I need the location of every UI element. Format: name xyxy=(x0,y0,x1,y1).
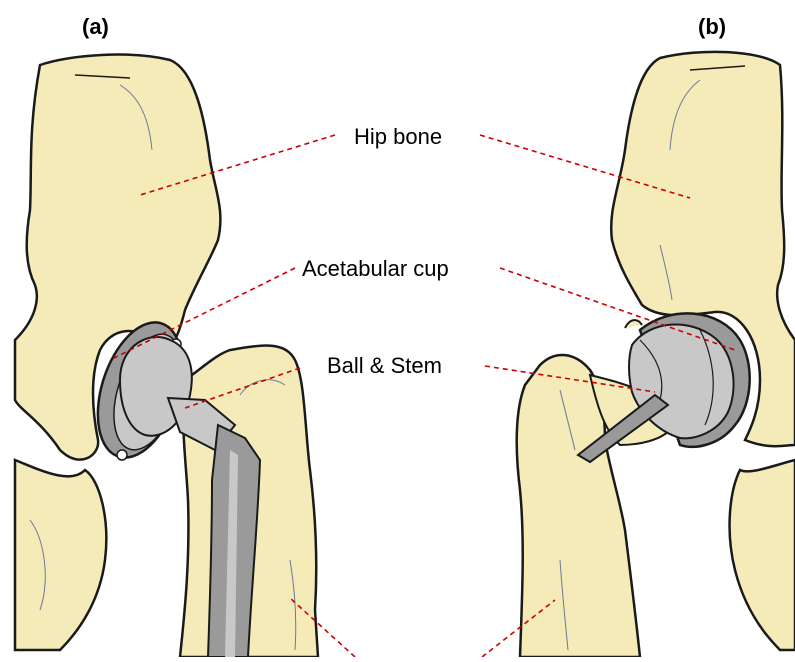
bone-detail-line xyxy=(625,320,642,328)
hip-bone-label: Hip bone xyxy=(354,124,442,150)
ischium-a xyxy=(15,460,106,650)
panel-label-a: (a) xyxy=(82,14,109,40)
screw-hole-a2 xyxy=(117,450,127,460)
panel-b xyxy=(517,52,795,657)
ball-stem-label: Ball & Stem xyxy=(327,353,442,379)
ischium-b xyxy=(730,460,795,650)
panel-label-b: (b) xyxy=(698,14,726,40)
acetabular-cup-label: Acetabular cup xyxy=(302,256,449,282)
panel-a xyxy=(15,55,318,657)
